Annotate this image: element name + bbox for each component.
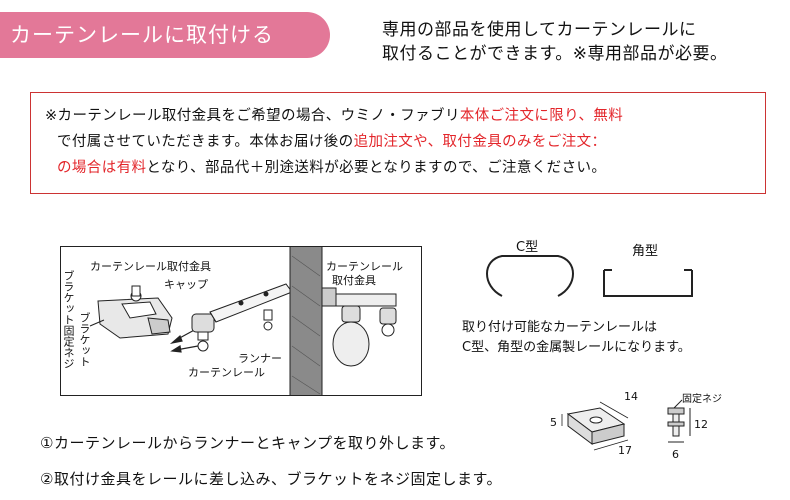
- intro-line-2: 取付ることができます。※専用部品が必要。: [382, 44, 728, 64]
- step-1: ①カーテンレールからランナーとキャンプを取り外します。: [40, 434, 456, 452]
- step-2: ②取付け金具をレールに差し込み、ブラケットをネジ固定します。: [40, 470, 502, 488]
- notice-line-1: ※カーテンレール取付金具をご希望の場合、ウミノ・ファブリ本体ご注文に限り、無料: [45, 103, 751, 129]
- profile-drawing: [486, 255, 693, 297]
- label-fixing-screw: 固定ネジ: [682, 394, 722, 405]
- section-title-tag: カーテンレールに取付ける: [0, 12, 330, 58]
- label-bracket: ブラケット: [78, 312, 91, 367]
- label-square-type: 角型: [632, 244, 659, 259]
- installation-figure: カーテンレール取付金具 キャップ ランナー カーテンレール カーテンレール 取付…: [60, 246, 422, 396]
- label-cap: キャップ: [164, 278, 208, 291]
- label-runner: ランナー: [238, 352, 282, 365]
- compatible-rails-text: 取り付け可能なカーテンレールは C型、角型の金属製レールになります。: [462, 318, 691, 358]
- label-curtain-rail: カーテンレール: [188, 366, 265, 379]
- notice-box: ※カーテンレール取付金具をご希望の場合、ウミノ・ファブリ本体ご注文に限り、無料 …: [30, 92, 766, 194]
- label-rail2-line2: 取付金具: [332, 274, 376, 287]
- label-c-type: C型: [516, 240, 539, 255]
- notice-text: で付属させていただきます。本体お届け後の: [57, 134, 354, 150]
- dim-6: 6: [672, 448, 679, 461]
- intro-text: 専用の部品を使用してカーテンレールに 取付ることができます。※専用部品が必要。: [382, 18, 728, 66]
- compat-line-1: 取り付け可能なカーテンレールは: [462, 320, 658, 335]
- rail-profiles: C型 角型: [478, 236, 718, 316]
- dim-17: 17: [618, 444, 632, 457]
- dim-14: 14: [624, 390, 638, 403]
- dim-12: 12: [694, 418, 708, 431]
- label-bracket-screw: ブラケット固定ネジ: [62, 270, 75, 369]
- notice-highlight: の場合は有料: [57, 160, 147, 176]
- notice-highlight: 本体ご注文に限り、無料: [459, 108, 624, 124]
- parts-dimension-figure: 14 5 17 固定ネジ 12 6: [544, 388, 744, 466]
- notice-highlight: 追加注文や、取付金具のみをご注文：: [353, 134, 607, 150]
- dim-5: 5: [550, 416, 557, 429]
- intro-line-1: 専用の部品を使用してカーテンレールに: [382, 20, 697, 40]
- parts-drawing: [561, 399, 691, 451]
- notice-line-2: で付属させていただきます。本体お届け後の追加注文や、取付金具のみをご注文：: [45, 129, 751, 155]
- notice-text: となり、部品代＋別途送料が必要となりますので、ご注意ください。: [146, 160, 607, 176]
- compat-line-2: C型、角型の金属製レールになります。: [462, 340, 691, 355]
- notice-text: ※カーテンレール取付金具をご希望の場合、ウミノ・ファブリ: [45, 108, 460, 124]
- notice-line-3: の場合は有料となり、部品代＋別途送料が必要となりますので、ご注意ください。: [45, 155, 751, 181]
- label-rail-fitting: カーテンレール取付金具: [90, 260, 211, 273]
- installation-drawing: [60, 246, 422, 396]
- label-rail2-line1: カーテンレール: [326, 260, 403, 273]
